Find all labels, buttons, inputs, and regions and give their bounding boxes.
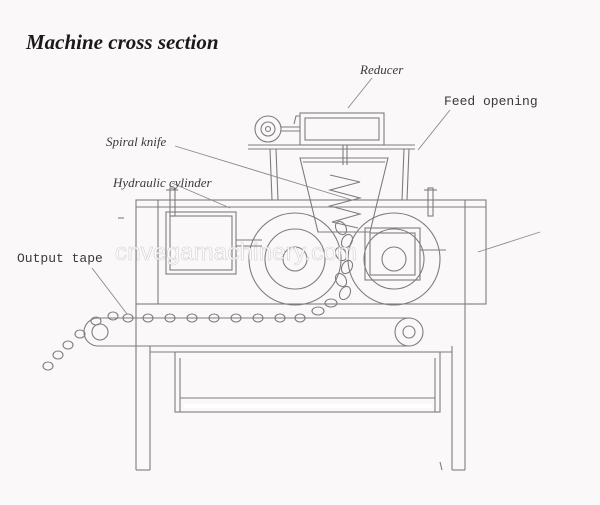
right-leader (477, 231, 541, 253)
leader-lines (91, 77, 541, 315)
spiral-knife-leader (174, 145, 353, 201)
feed-opening-leader (417, 109, 451, 151)
feed-hopper (299, 157, 389, 233)
reducer-leader (347, 77, 373, 109)
right-housing (364, 227, 421, 281)
label-hydraulic-cylinder: Hydraulic cylinder (113, 175, 212, 190)
label-output-tape: Output tape (17, 251, 103, 266)
briquette-chain (311, 220, 354, 316)
label-spiral-knife: Spiral knife (106, 134, 167, 149)
label-reducer: Reducer (360, 62, 404, 77)
briquettes-on-tape (42, 311, 306, 371)
diagram-title: Machine cross section (26, 30, 219, 54)
output-tape (83, 317, 424, 347)
watermark-text: cnvegamachinery.com (115, 239, 358, 267)
hydraulic-cylinder (165, 187, 262, 275)
output-tape-leader (91, 267, 128, 315)
lower-stand (135, 304, 466, 471)
hydraulic-cylinder-leader (171, 182, 231, 209)
label-feed-opening: Feed opening (444, 94, 538, 109)
reducer-motor (254, 112, 385, 146)
pressing-rollers (248, 212, 441, 306)
spiral-knife (327, 174, 363, 229)
